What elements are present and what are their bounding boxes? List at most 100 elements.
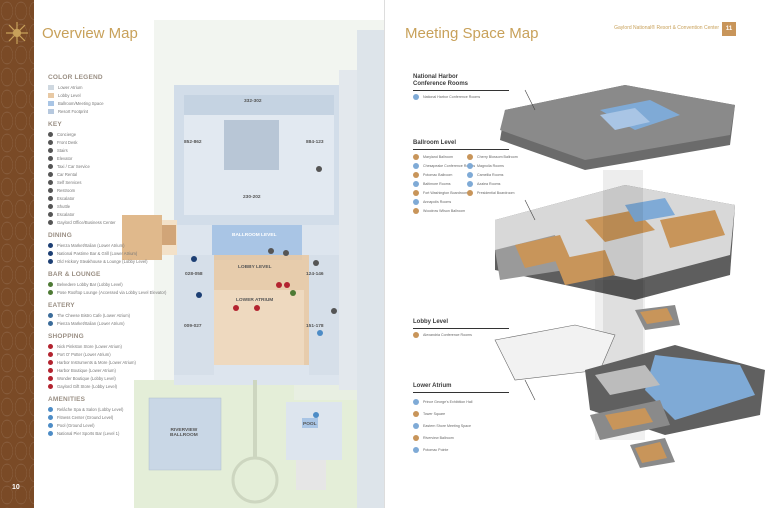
room-list-item: Presidential Boardroom bbox=[467, 188, 518, 197]
key-item: Escalator bbox=[48, 194, 138, 202]
lower-atrium-label: LOWER ATRIUM bbox=[236, 298, 274, 303]
bar-lounge-heading: BAR & LOUNGE bbox=[48, 271, 101, 278]
restroom-pin-icon[interactable] bbox=[331, 308, 337, 314]
riverview-ballroom-label: RIVERVIEW BALLROOM bbox=[170, 428, 198, 438]
key-item: Restroom bbox=[48, 186, 138, 194]
amenity-pin-icon[interactable] bbox=[317, 330, 323, 336]
room-list-item: Prince George's Exhibition Hall bbox=[413, 396, 472, 408]
eatery-item: Pienza Market/Italian (Lower Atrium) bbox=[48, 319, 138, 327]
map-legend: COLOR LEGEND Lower Atrium Lobby Level Ba… bbox=[48, 74, 166, 437]
page-number-right: 11 bbox=[722, 22, 736, 36]
amenities-heading: AMENITIES bbox=[48, 396, 86, 403]
room-list-item: Maryland Ballroom bbox=[413, 152, 475, 161]
dining-item: Old Hickory Steakhouse & Lounge (Lobby L… bbox=[48, 257, 148, 265]
key-item: Self Services bbox=[48, 178, 138, 186]
room-list-item: Baltimore Rooms bbox=[413, 179, 475, 188]
room-list-item: Chesapeake Conference Rooms bbox=[413, 161, 475, 170]
national-harbor-list: National Harbor Conference Rooms bbox=[413, 92, 480, 101]
section-divider bbox=[413, 328, 509, 329]
key-pin-icon[interactable] bbox=[316, 166, 322, 172]
brown-side-strip bbox=[0, 0, 34, 508]
lobby-section-label: Lobby Level bbox=[413, 319, 449, 325]
ballroom-list-b: Cherry Blossom Ballroom Magnolia Rooms C… bbox=[467, 152, 518, 197]
overview-map-drawing bbox=[122, 20, 384, 508]
amenity-item: National Pier Sports Bar (Level 1) bbox=[48, 429, 138, 437]
key-item: Gaylord Office/Business Center bbox=[48, 218, 138, 226]
room-range-label: 230-202 bbox=[243, 195, 261, 200]
section-divider bbox=[413, 392, 509, 393]
room-range-label: 009-027 bbox=[184, 324, 202, 329]
overview-map-title: Overview Map bbox=[42, 25, 138, 42]
legend-item: Lobby Level bbox=[48, 91, 138, 99]
room-range-label: 332-302 bbox=[244, 99, 262, 104]
room-list-item: Eastern Shore Meeting Space bbox=[413, 420, 472, 432]
room-list-item: Tower Square bbox=[413, 408, 472, 420]
eatery-heading: EATERY bbox=[48, 302, 75, 309]
shopping-pin-icon[interactable] bbox=[284, 282, 290, 288]
room-list-item: Annapolis Rooms bbox=[413, 197, 475, 206]
isometric-floor-stack-drawing bbox=[494, 85, 765, 468]
section-divider bbox=[413, 149, 509, 150]
shopping-item: Harbor Boutique (Lower Atrium) bbox=[48, 366, 138, 374]
room-list-item: Riverview Ballroom bbox=[413, 432, 472, 444]
stairs-pin-icon[interactable] bbox=[268, 248, 274, 254]
key-item: Front Desk bbox=[48, 138, 138, 146]
room-list-item: Azalea Rooms bbox=[467, 179, 518, 188]
ballroom-list-a: Maryland Ballroom Chesapeake Conference … bbox=[413, 152, 475, 215]
amenity-item: Fitness Center (Ground Level) bbox=[48, 413, 138, 421]
pool-pin-icon[interactable] bbox=[313, 412, 319, 418]
bar-pin-icon[interactable] bbox=[290, 290, 296, 296]
room-list-item: Camellia Rooms bbox=[467, 170, 518, 179]
page-number-left: 10 bbox=[12, 484, 20, 491]
meeting-space-map-title: Meeting Space Map bbox=[405, 25, 539, 42]
room-list-item: Woodrow Wilson Ballroom bbox=[413, 206, 475, 215]
lobby-level-label: LOBBY LEVEL bbox=[238, 265, 272, 270]
bar-item: Belvedere Lobby Bar (Lobby Level) bbox=[48, 280, 138, 288]
legend-item: Lower Atrium bbox=[48, 83, 138, 91]
key-item: Escalator bbox=[48, 210, 138, 218]
room-range-label: 124-146 bbox=[306, 272, 324, 277]
dining-item: Pienza Market/Italian (Lower Atrium) bbox=[48, 241, 138, 249]
key-item: Taxi / Car Service bbox=[48, 162, 138, 170]
shopping-pin-icon[interactable] bbox=[233, 305, 239, 311]
room-list-item: Cherry Blossom Ballroom bbox=[467, 152, 518, 161]
bar-item: Pose Rooftop Lounge (Accessed via Lobby … bbox=[48, 288, 166, 296]
shopping-pin-icon[interactable] bbox=[254, 305, 260, 311]
key-heading: KEY bbox=[48, 121, 62, 128]
color-legend-heading: COLOR LEGEND bbox=[48, 74, 103, 81]
ballroom-section-label: Ballroom Level bbox=[413, 140, 457, 146]
room-list-item: Potomac Pointe bbox=[413, 444, 472, 456]
national-harbor-section-label: National Harbor Conference Rooms bbox=[413, 74, 469, 87]
key-pin-icon[interactable] bbox=[313, 260, 319, 266]
ballroom-level-label: BALLROOM LEVEL bbox=[232, 233, 277, 238]
legend-item: Resort Footprint bbox=[48, 107, 138, 115]
meeting-space-map-page: Meeting Space Map Gaylord National® Reso… bbox=[384, 0, 768, 508]
amenity-item: Pool (Ground Level) bbox=[48, 421, 138, 429]
dining-pin-icon[interactable] bbox=[196, 292, 202, 298]
elevator-pin-icon[interactable] bbox=[283, 250, 289, 256]
shopping-heading: SHOPPING bbox=[48, 333, 84, 340]
legend-item: Ballroom/Meeting Space bbox=[48, 99, 138, 107]
dining-pin-icon[interactable] bbox=[191, 256, 197, 262]
key-item: Stairs bbox=[48, 146, 138, 154]
resort-name-header: Gaylord National® Resort & Convention Ce… bbox=[614, 25, 719, 31]
room-list-item: Magnolia Rooms bbox=[467, 161, 518, 170]
shopping-item: Nick Pinkston Store (Lower Atrium) bbox=[48, 342, 138, 350]
key-item: Car Rental bbox=[48, 170, 138, 178]
key-item: Shuttle bbox=[48, 202, 138, 210]
amenity-item: Relâche Spa & Salon (Lobby Level) bbox=[48, 405, 138, 413]
dining-heading: DINING bbox=[48, 232, 72, 239]
section-divider bbox=[413, 90, 509, 91]
lobby-list: Alexandria Conference Rooms bbox=[413, 330, 472, 339]
shopping-pin-icon[interactable] bbox=[276, 282, 282, 288]
gaylord-star-logo-icon bbox=[6, 22, 28, 44]
room-list-item: National Harbor Conference Rooms bbox=[413, 92, 480, 101]
key-item: Elevator bbox=[48, 154, 138, 162]
room-list-item: Potomac Ballroom bbox=[413, 170, 475, 179]
room-range-label: 151-178 bbox=[306, 324, 324, 329]
room-range-label: 884-123 bbox=[306, 140, 324, 145]
shopping-item: Port O' Potter (Lower Atrium) bbox=[48, 350, 138, 358]
lower-atrium-list: Prince George's Exhibition Hall Tower Sq… bbox=[413, 396, 472, 456]
overview-map-page: 10 Overview Map bbox=[0, 0, 384, 508]
